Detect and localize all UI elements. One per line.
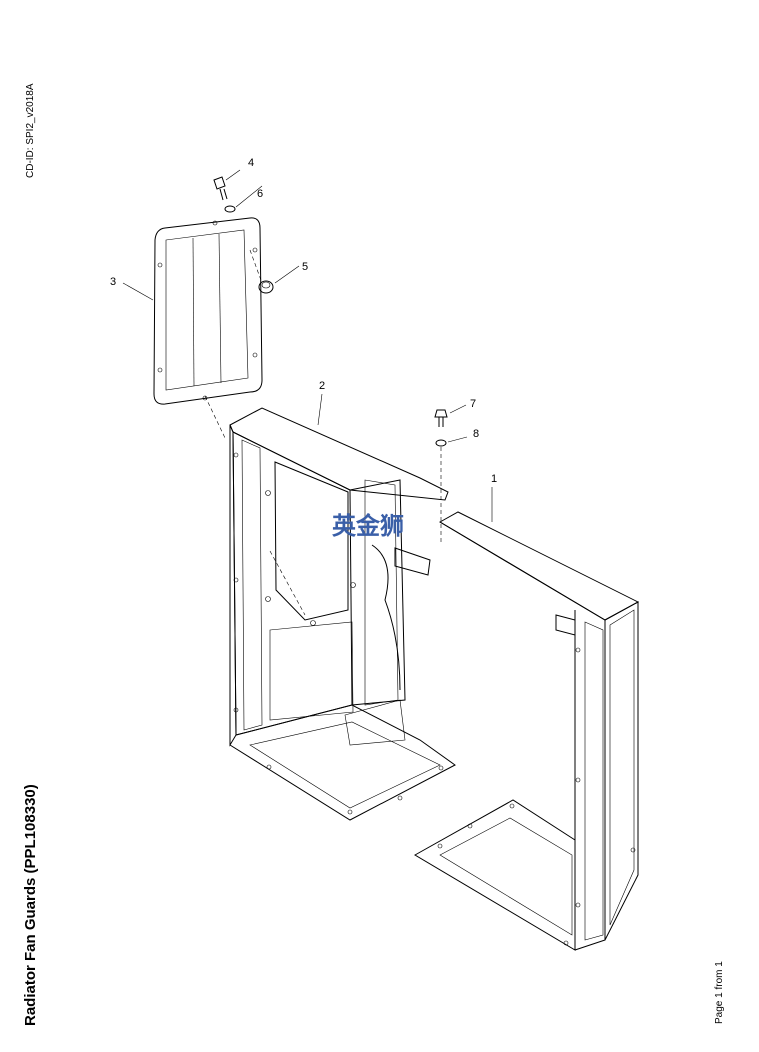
part-6-washer [224,205,236,213]
part-2-left-guard [229,407,456,821]
part-4-bolt [213,176,228,201]
callout-3: 3 [110,276,116,288]
callout-1: 1 [491,473,497,485]
part-1-right-guard [414,511,640,951]
part-7-bolt [434,409,448,427]
callout-7: 7 [470,398,476,410]
callout-4: 4 [248,157,254,169]
callout-8: 8 [473,428,479,440]
leader-lines [122,169,493,616]
callout-5: 5 [302,261,308,273]
callout-6: 6 [257,188,263,200]
part-3-grille-panel [153,217,263,405]
part-5-grommet [258,280,274,294]
part-8-washer [435,439,447,447]
watermark-logo: 英金狮 [332,512,404,540]
callout-2: 2 [319,380,325,392]
